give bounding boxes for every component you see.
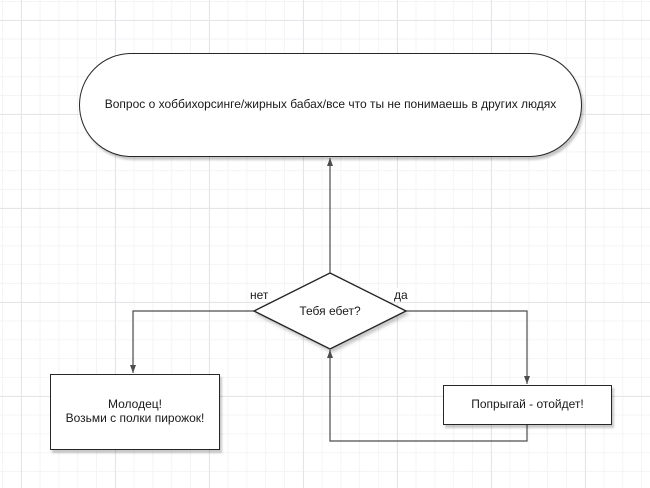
edge-no-branch[interactable] [130, 310, 254, 373]
decision-node-text: Тебя ебет? [299, 304, 361, 318]
outcome-yes-node[interactable]: Попрыгай - отойдет! [443, 385, 612, 425]
decision-node-label: Тебя ебет? [255, 274, 405, 348]
outcome-no-node[interactable]: Молодец! Возьми с полки пирожок! [50, 374, 220, 450]
edge-yes-branch[interactable] [406, 310, 530, 384]
edge-feedback-loop[interactable] [327, 350, 528, 442]
start-node[interactable]: Вопрос о хоббихорсинге/жирных бабах/все … [79, 53, 582, 157]
start-node-label: Вопрос о хоббихорсинге/жирных бабах/все … [104, 97, 557, 112]
outcome-no-label: Молодец! Возьми с полки пирожок! [65, 397, 205, 425]
edge-label-no[interactable]: нет [249, 288, 270, 302]
edge-label-yes[interactable]: да [393, 288, 409, 302]
decision-diamond-shape[interactable] [252, 272, 408, 350]
outcome-yes-label: Попрыгай - отойдет! [471, 397, 584, 412]
